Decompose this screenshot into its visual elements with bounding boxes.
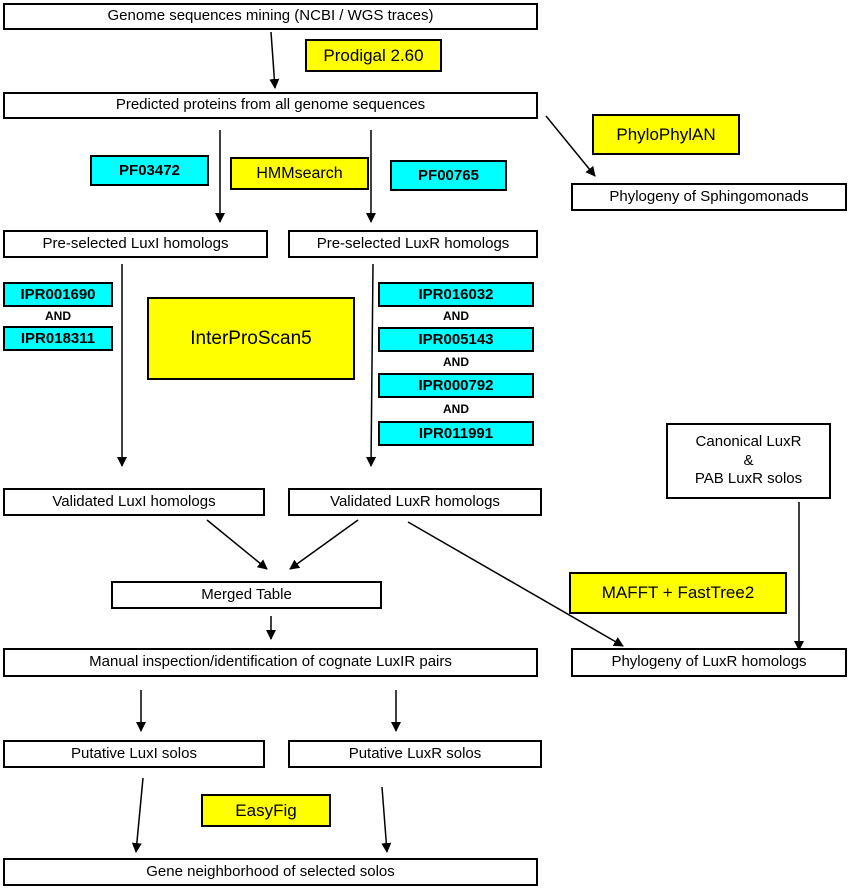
preselected-luxi-box: Pre-selected LuxI homologs	[3, 230, 268, 258]
arrow-mining-to-proteins	[269, 31, 280, 89]
phylogeny-luxr-box: Phylogeny of LuxR homologs	[571, 648, 847, 677]
arrow-proteins-to-sphingomonads	[545, 115, 596, 177]
arrow-validated-luxr-to-merged	[289, 519, 359, 570]
putative-luxr-box: Putative LuxR solos	[288, 740, 542, 768]
ipr011991-domain: IPR011991	[378, 421, 534, 446]
predicted-proteins-box: Predicted proteins from all genome seque…	[3, 92, 538, 119]
easyfig-tool: EasyFig	[201, 794, 331, 827]
arrow-putative-luxi-to-neighborhood	[131, 777, 144, 853]
and-connector-luxr-1: AND	[443, 309, 469, 323]
arrow-preselected-luxr-to-validated	[366, 263, 377, 467]
interproscan-tool: InterProScan5	[147, 297, 355, 380]
genome-mining-box: Genome sequences mining (NCBI / WGS trac…	[3, 3, 538, 30]
validated-luxr-box: Validated LuxR homologs	[288, 488, 542, 516]
pf00765-domain: PF00765	[390, 160, 507, 191]
manual-inspection-box: Manual inspection/identification of cogn…	[3, 648, 538, 677]
ipr005143-domain: IPR005143	[378, 327, 534, 352]
arrow-validated-luxi-to-merged	[206, 519, 268, 570]
ipr018311-domain: IPR018311	[3, 326, 113, 351]
and-connector-luxi: AND	[45, 309, 71, 323]
and-connector-luxr-2: AND	[443, 355, 469, 369]
hmmsearch-tool: HMMsearch	[230, 157, 369, 190]
canonical-luxr-box: Canonical LuxR & PAB LuxR solos	[666, 423, 831, 499]
phylogeny-sphingomonads-box: Phylogeny of Sphingomonads	[571, 183, 847, 211]
putative-luxi-box: Putative LuxI solos	[3, 740, 265, 768]
pf03472-domain: PF03472	[90, 155, 209, 186]
merged-table-box: Merged Table	[111, 581, 382, 609]
mafft-fasttree-tool: MAFFT + FastTree2	[569, 572, 787, 614]
ipr000792-domain: IPR000792	[378, 373, 534, 398]
phylophlan-tool: PhyloPhylAN	[592, 114, 740, 155]
validated-luxi-box: Validated LuxI homologs	[3, 488, 265, 516]
and-connector-luxr-3: AND	[443, 402, 469, 416]
preselected-luxr-box: Pre-selected LuxR homologs	[288, 230, 538, 258]
ipr001690-domain: IPR001690	[3, 282, 113, 307]
gene-neighborhood-box: Gene neighborhood of selected solos	[3, 858, 538, 886]
prodigal-tool: Prodigal 2.60	[305, 39, 442, 72]
arrow-putative-luxr-to-neighborhood	[381, 786, 392, 853]
ipr016032-domain: IPR016032	[378, 282, 534, 307]
